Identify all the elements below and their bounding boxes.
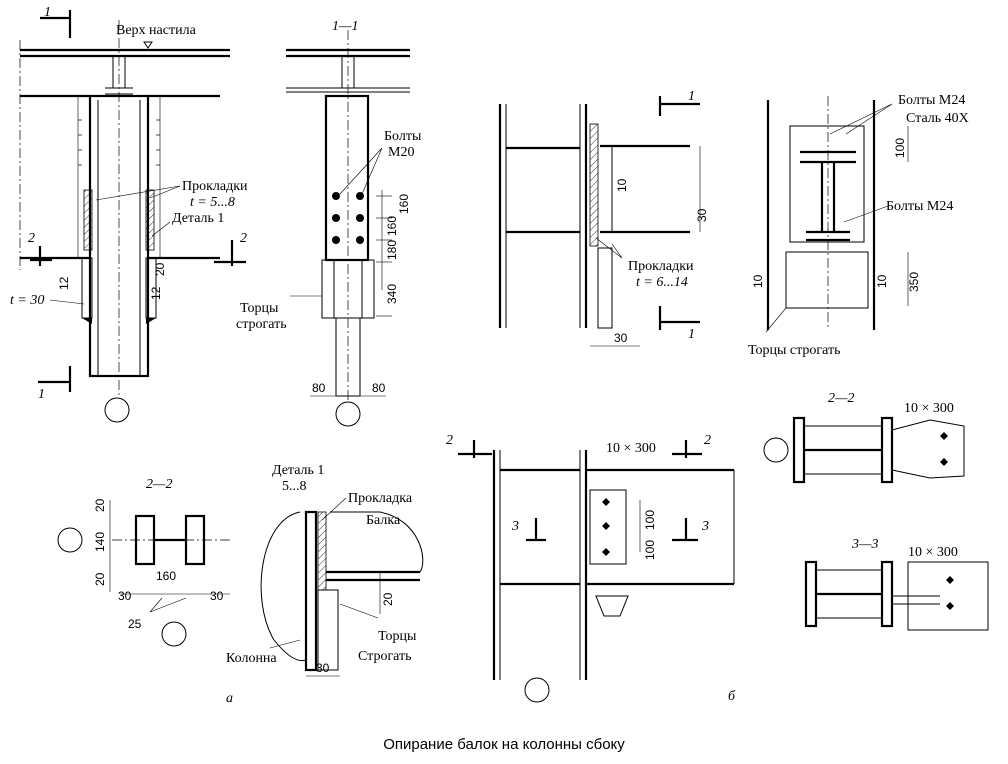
a-dim340: 340: [385, 284, 399, 304]
a-2-2-dim20-top: 20: [93, 498, 107, 512]
b-dim30-b: 30: [614, 331, 628, 345]
a-bolts-size: М20: [388, 145, 414, 160]
a-weld12-left: 12: [57, 276, 71, 290]
a-weld12-right: 12: [149, 286, 163, 300]
b-weld10-c: 10: [875, 274, 889, 288]
b-section-title-2-2: 2—2: [828, 391, 854, 406]
b-plan-dim100-a: 100: [643, 510, 657, 530]
a-t30-label: t = 30: [10, 293, 44, 308]
a-detail-dim30: 30: [316, 661, 330, 675]
b-section-mark-1-bottom: 1: [688, 327, 695, 342]
a-section-mark-2-left: 2: [28, 231, 35, 246]
a-detail1-label: Деталь 1: [172, 211, 224, 226]
a-plane-ends-2: строгать: [236, 317, 287, 332]
a-section-mark-1-top: 1: [44, 5, 51, 20]
a-dim160-top: 160: [397, 194, 411, 214]
b-section-mark-1-top: 1: [688, 89, 695, 104]
panel-b-elevation: [498, 96, 701, 347]
a-detail-ends-2: Строгать: [358, 649, 412, 664]
panel-a-elevation: [19, 10, 246, 423]
panel-b-section-1-1: [765, 96, 909, 333]
a-panel-letter: а: [226, 691, 233, 706]
b-section-mark-2-left: 2: [446, 433, 453, 448]
a-top-of-deck-label: Верх настила: [116, 23, 197, 38]
a-detail-ends-1: Торцы: [378, 629, 417, 644]
b-weld10-b: 10: [751, 274, 765, 288]
b-spacers-label: Прокладки: [628, 259, 694, 274]
a-dim160-bottom: 160: [385, 216, 399, 236]
a-section-mark-1-bottom: 1: [38, 387, 45, 402]
a-section-mark-2-right: 2: [240, 231, 247, 246]
a-plane-ends-1: Торцы: [240, 301, 279, 316]
b-dim350: 350: [907, 272, 921, 292]
b-section-mark-2-right: 2: [704, 433, 711, 448]
panel-b-section-2-2: [763, 416, 965, 484]
figure-caption: Опирание балок на колонны сбоку: [383, 736, 625, 753]
b-section-mark-3-right: 3: [701, 519, 709, 534]
a-detail-spacer: Прокладка: [348, 491, 413, 506]
b-bolts-m24-top: Болты М24: [898, 93, 965, 108]
panel-a-detail-1: [260, 497, 424, 677]
b-plan-dim100-b: 100: [643, 540, 657, 560]
a-2-2-dim20-bottom: 20: [93, 572, 107, 586]
a-dim80-right: 80: [372, 381, 386, 395]
b-dim100: 100: [893, 138, 907, 158]
a-spacers-thickness: t = 5...8: [190, 195, 235, 210]
a-2-2-dim140: 140: [93, 532, 107, 552]
a-bolts-label: Болты: [384, 129, 422, 144]
a-section-title-1-1: 1—1: [332, 19, 358, 34]
b-bolts-m24-mid: Болты М24: [886, 199, 953, 214]
a-detail-title: Деталь 1: [272, 463, 324, 478]
panel-a-section-1-1: [286, 30, 410, 427]
a-section-title-2-2: 2—2: [146, 477, 172, 492]
a-2-2-dim30-left: 30: [118, 589, 132, 603]
a-detail-column: Колонна: [226, 651, 277, 666]
a-2-2-dim30-right: 30: [210, 589, 224, 603]
b-spacers-thickness: t = 6...14: [636, 275, 688, 290]
b-plate-size-3-3: 10 × 300: [908, 545, 958, 560]
a-2-2-dim160: 160: [156, 569, 176, 583]
b-dim30-a: 30: [695, 208, 709, 222]
a-spacers-label: Прокладки: [182, 179, 248, 194]
b-plate-size: 10 × 300: [606, 441, 656, 456]
b-plane-ends: Торцы строгать: [748, 343, 841, 358]
engineering-drawing: 1 1 2 2 Верх настила Прокладки t = 5...8…: [10, 5, 989, 706]
a-detail-dim20: 20: [381, 592, 395, 606]
b-weld10-a: 10: [615, 178, 629, 192]
a-2-2-dim25: 25: [128, 617, 142, 631]
a-detail-beam: Балка: [366, 513, 401, 528]
a-detail-gap: 5...8: [282, 479, 307, 494]
b-section-title-3-3: 3—3: [851, 537, 878, 552]
panel-a-section-2-2: [57, 500, 230, 647]
a-dim20: 20: [153, 262, 167, 276]
a-dim80-left: 80: [312, 381, 326, 395]
a-dim180: 180: [385, 240, 399, 260]
panel-b-section-3-3: [804, 560, 989, 631]
b-steel-grade: Сталь 40Х: [906, 111, 969, 126]
b-plate-size-2-2: 10 × 300: [904, 401, 954, 416]
panel-b-plan: [458, 440, 735, 703]
b-section-mark-3-left: 3: [511, 519, 519, 534]
b-panel-letter: б: [728, 689, 736, 704]
